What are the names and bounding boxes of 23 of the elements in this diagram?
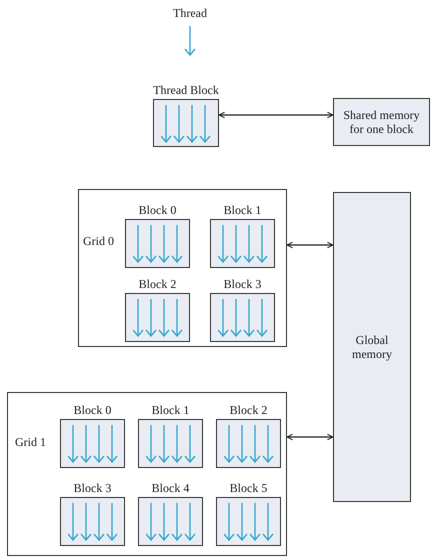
block-label: Block 3 xyxy=(74,481,112,495)
grid-box xyxy=(7,392,287,556)
memory-label: Global memory xyxy=(351,333,393,361)
memory-box xyxy=(333,98,430,146)
block-label: Block 2 xyxy=(138,277,176,291)
grid-box xyxy=(78,189,287,347)
block-label: Block 2 xyxy=(230,403,268,417)
block-label: Block 3 xyxy=(224,277,262,291)
block-label: Block 1 xyxy=(224,203,262,217)
block-label: Block 4 xyxy=(152,481,190,495)
double-arrow xyxy=(286,434,334,440)
memory-label: Shared memory for one block xyxy=(342,108,421,136)
block-label: Block 5 xyxy=(230,481,268,495)
block-label: Thread Block xyxy=(153,83,219,97)
block-label: Block 0 xyxy=(74,403,112,417)
double-arrow xyxy=(218,112,334,118)
grid-label: Grid 1 xyxy=(15,435,46,449)
memory-box xyxy=(333,192,411,502)
block-label: Block 0 xyxy=(138,203,176,217)
double-arrow xyxy=(286,242,334,248)
grid-label: Grid 0 xyxy=(83,234,114,248)
thread-label: Thread xyxy=(172,6,208,20)
block-label: Block 1 xyxy=(152,403,190,417)
